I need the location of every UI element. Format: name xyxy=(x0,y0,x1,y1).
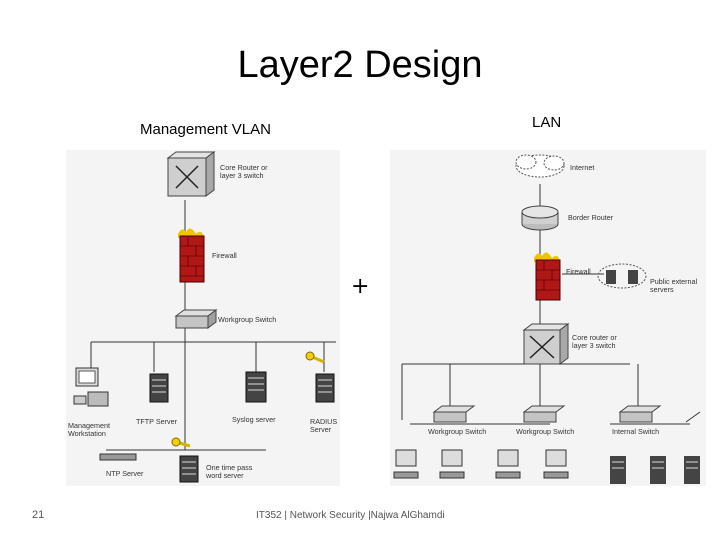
management-vlan-label: Management VLAN xyxy=(140,121,271,138)
lan-network-svg xyxy=(393,154,701,484)
radius-server-icon xyxy=(305,351,335,403)
lan-diagram: Internet Border Router Firewall Public e… xyxy=(390,150,706,486)
lan-firewall-icon xyxy=(534,252,561,301)
ntp-server-label: NTP Server xyxy=(106,469,144,478)
firewall-label: Firewall xyxy=(212,251,237,260)
core-router-icon xyxy=(166,151,216,197)
internal-switch-label: Internal Switch xyxy=(612,427,660,436)
workgroup-switch-label: Workgroup Switch xyxy=(218,315,277,324)
syslog-server-label: Syslog server xyxy=(232,415,276,424)
border-router-label: Border Router xyxy=(568,213,614,222)
tftp-server-label: TFTP Server xyxy=(136,417,178,426)
internet-label: Internet xyxy=(570,163,595,172)
syslog-server-icon xyxy=(245,371,267,403)
lan-label: LAN xyxy=(532,114,562,131)
otp-server-label: One time pass word server xyxy=(206,463,253,480)
workgroup-switch-1-label: Workgroup Switch xyxy=(428,427,487,436)
management-vlan-diagram: Core Router or layer 3 switch Firewall W… xyxy=(66,150,340,486)
workgroup-switch-1-icon xyxy=(432,405,476,423)
otp-server-icon xyxy=(171,437,199,483)
workgroup-switch-2-icon xyxy=(522,405,566,423)
core-router-label: Core Router or layer 3 switch xyxy=(220,163,268,180)
footer-text: IT352 | Network Security |Najwa AlGhamdi xyxy=(256,510,445,521)
management-workstation-icon xyxy=(73,367,109,407)
public-servers-label: Public external servers xyxy=(650,277,698,294)
internal-switch-icon xyxy=(618,405,662,423)
workgroup-switch-icon xyxy=(174,309,218,329)
management-vlan-network-svg xyxy=(73,151,336,483)
internet-cloud-icon xyxy=(515,154,565,178)
workstation-icons xyxy=(393,449,569,479)
radius-server-label: RADIUS Server xyxy=(310,417,338,434)
ntp-server-icon xyxy=(99,453,137,461)
management-workstation-label: Management Workstation xyxy=(68,421,110,438)
firewall-icon xyxy=(178,228,205,283)
lan-firewall-label: Firewall xyxy=(566,267,591,276)
workgroup-switch-2-label: Workgroup Switch xyxy=(516,427,575,436)
slide-title: Layer2 Design xyxy=(237,44,483,86)
page-number: 21 xyxy=(32,509,45,521)
core-switch-label: Core router or layer 3 switch xyxy=(572,333,617,350)
border-router-icon xyxy=(521,205,559,231)
internal-server-icons xyxy=(610,456,700,484)
tftp-server-icon xyxy=(149,373,169,403)
public-servers-icon xyxy=(597,263,647,289)
plus-sign: + xyxy=(351,274,370,299)
core-switch-icon xyxy=(522,323,570,365)
